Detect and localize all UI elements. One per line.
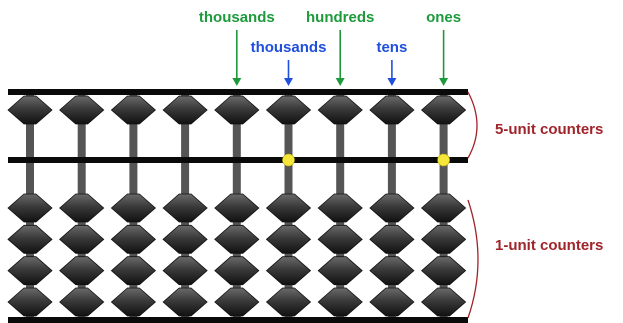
lower-bracket-label: 1-unit counters — [495, 237, 603, 254]
earth-bead — [59, 287, 105, 317]
heaven-bead — [7, 95, 53, 125]
earth-bead — [369, 287, 415, 317]
middle-column-label: thousands — [251, 39, 327, 56]
earth-bead — [162, 224, 208, 254]
earth-bead — [317, 287, 363, 317]
earth-bead — [110, 287, 157, 317]
heaven-bead — [110, 95, 157, 125]
earth-bead — [7, 224, 53, 254]
earth-bead — [317, 193, 363, 223]
earth-bead — [317, 224, 363, 254]
brackets: 5-unit counters 1-unit counters — [467, 91, 603, 319]
top-column-arrow-head — [439, 78, 449, 86]
earth-bead — [7, 256, 53, 286]
earth-bead — [110, 256, 157, 286]
earth-bead — [317, 256, 363, 286]
earth-bead — [7, 287, 53, 317]
earth-bead — [214, 224, 260, 254]
earth-bead — [59, 256, 105, 286]
lower-bracket — [467, 199, 479, 319]
earth-bead — [214, 256, 260, 286]
column-arrows — [232, 30, 449, 86]
heaven-bead — [162, 95, 208, 125]
heaven-bead — [317, 95, 363, 125]
middle-column-arrow-head — [387, 78, 397, 86]
heaven-bead — [59, 95, 105, 125]
beads — [7, 95, 467, 317]
top-column-arrow-head — [335, 78, 345, 86]
earth-bead — [265, 193, 312, 223]
unit-points — [282, 153, 450, 167]
earth-bead — [162, 256, 208, 286]
earth-bead — [369, 224, 415, 254]
middle-beam — [8, 157, 468, 163]
upper-bracket-label: 5-unit counters — [495, 121, 603, 138]
frame — [8, 89, 468, 323]
heaven-bead — [420, 95, 467, 125]
earth-bead — [7, 193, 53, 223]
earth-bead — [162, 287, 208, 317]
top-column-arrow-head — [232, 78, 242, 86]
upper-bracket — [467, 91, 478, 159]
earth-bead — [420, 287, 467, 317]
heaven-bead — [214, 95, 260, 125]
earth-bead — [420, 224, 467, 254]
earth-bead — [369, 193, 415, 223]
earth-bead — [420, 256, 467, 286]
middle-column-label: tens — [376, 39, 407, 56]
earth-bead — [265, 256, 312, 286]
middle-column-arrow-head — [284, 78, 293, 86]
bottom-beam — [8, 317, 468, 323]
earth-bead — [214, 287, 260, 317]
top-column-label: thousands — [199, 9, 275, 26]
earth-bead — [110, 224, 157, 254]
earth-bead — [59, 224, 105, 254]
top-beam — [8, 89, 468, 95]
earth-bead — [59, 193, 105, 223]
earth-bead — [265, 224, 312, 254]
heaven-bead — [369, 95, 415, 125]
earth-bead — [162, 193, 208, 223]
earth-bead — [265, 287, 312, 317]
column-labels: thousands hundreds ones thousands tens — [199, 9, 461, 56]
top-column-label: ones — [426, 9, 461, 26]
earth-bead — [369, 256, 415, 286]
unit-point-dot — [282, 153, 295, 167]
heaven-bead — [265, 95, 312, 125]
earth-bead — [420, 193, 467, 223]
unit-point-dot — [437, 153, 450, 167]
top-column-label: hundreds — [306, 9, 374, 26]
earth-bead — [110, 193, 157, 223]
earth-bead — [214, 193, 260, 223]
